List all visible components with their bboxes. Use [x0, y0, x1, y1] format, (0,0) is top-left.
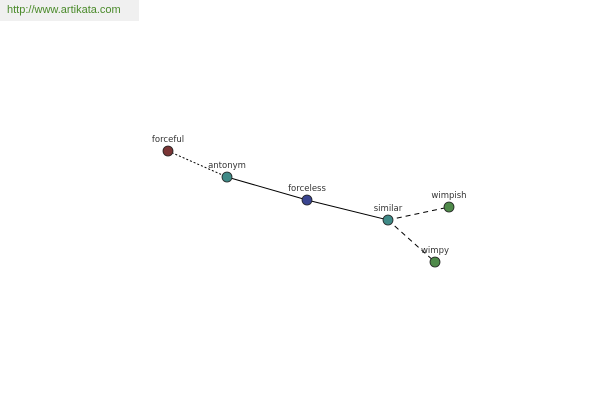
edge-similar-wimpish — [387, 206, 450, 221]
node-label-similar: similar — [374, 204, 403, 214]
edge-similar-wimpy — [387, 219, 436, 263]
node-wimpy[interactable] — [429, 256, 441, 268]
edge-antonym-forceless — [226, 176, 308, 201]
edge-forceful-antonym — [167, 150, 228, 178]
node-forceless[interactable] — [301, 194, 313, 206]
edge-forceless-similar — [306, 199, 389, 221]
site-url-link[interactable]: http://www.artikata.com — [7, 4, 121, 16]
node-forceful[interactable] — [162, 145, 174, 157]
url-banner: http://www.artikata.com — [0, 0, 139, 21]
node-label-forceless: forceless — [288, 184, 326, 194]
node-wimpish[interactable] — [443, 201, 455, 213]
labels-layer: forceful antonym forceless similar wimpish wi… — [152, 135, 467, 256]
node-similar[interactable] — [382, 214, 394, 226]
node-antonym[interactable] — [221, 171, 233, 183]
node-label-wimpy: wimpy — [421, 246, 449, 256]
node-label-antonym: antonym — [208, 161, 246, 171]
edges-layer — [167, 150, 450, 263]
node-label-wimpish: wimpish — [431, 191, 466, 201]
node-label-forceful: forceful — [152, 135, 184, 145]
nodes-layer — [162, 145, 455, 268]
